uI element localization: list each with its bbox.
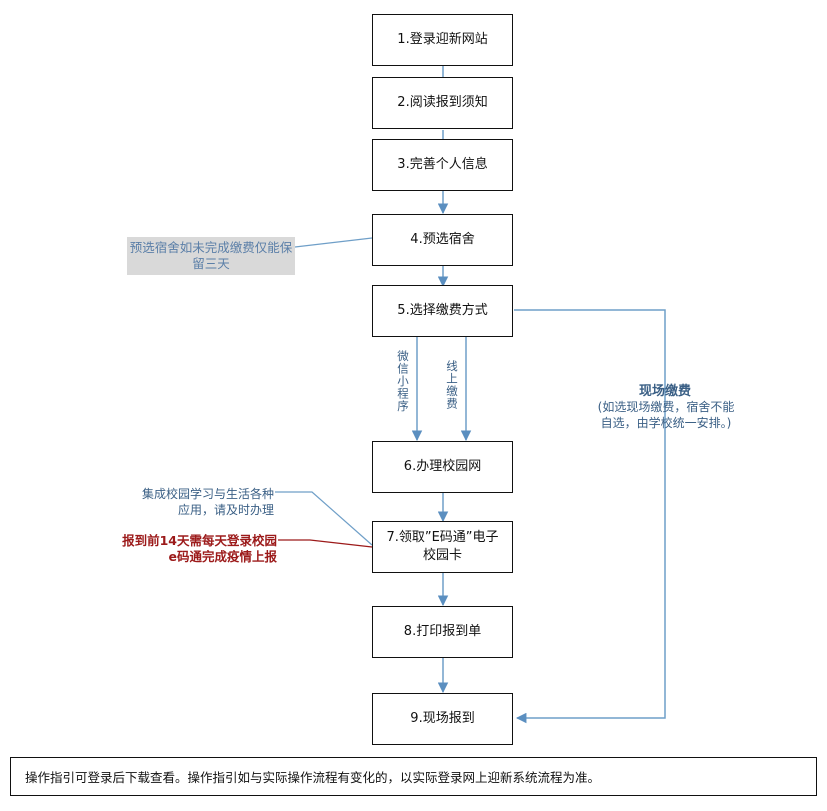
step-4-preselect-dorm: 4.预选宿舍 [372, 214, 513, 266]
campus-net-note: 集成校园学习与生活各种应用，请及时办理 [141, 487, 274, 517]
online-payment-label: 线上缴费 [445, 360, 459, 410]
step-9-onsite-checkin: 9.现场报到 [372, 693, 513, 745]
callout-health-note [278, 539, 373, 548]
step-8-print-form: 8.打印报到单 [372, 606, 513, 658]
onsite-payment-title: 现场缴费 [638, 384, 691, 399]
step-7-ecard: 7.领取”E码通”电子校园卡 [372, 521, 513, 573]
onsite-payment-note: (如选现场缴费，宿舍不能自选，由学校统一安排。) [597, 400, 735, 430]
step-2-read-notice: 2.阅读报到须知 [372, 77, 513, 129]
health-report-note: 报到前14天需每天登录校园e码通完成疫情上报 [122, 533, 277, 564]
step-6-campus-network: 6.办理校园网 [372, 441, 513, 493]
footer-note: 操作指引可登录后下载查看。操作指引如与实际操作流程有变化的，以实际登录网上迎新系… [10, 757, 817, 796]
arrow-onsite-path [514, 309, 666, 724]
step-1-login: 1.登录迎新网站 [372, 14, 513, 66]
step-5-payment-method: 5.选择缴费方式 [372, 285, 513, 337]
callout-campus-net-note [275, 491, 373, 546]
callout-dorm-note [294, 237, 373, 248]
wechat-payment-label: 微信小程序 [396, 350, 410, 413]
dorm-note: 预选宿舍如未完成缴费仅能保留三天 [127, 237, 295, 275]
step-3-personal-info: 3.完善个人信息 [372, 139, 513, 191]
